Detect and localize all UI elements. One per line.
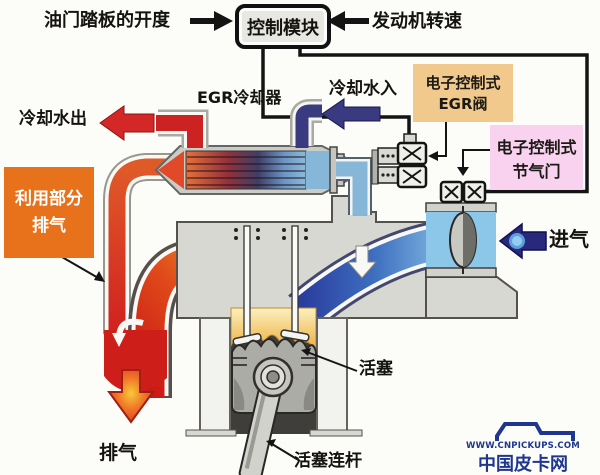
wire-to-throttle xyxy=(298,40,589,194)
pedal-opening-label: 油门踏板的开度 xyxy=(44,10,170,31)
cylinder-wall-right xyxy=(316,317,348,433)
intake-down-arrow xyxy=(346,245,378,279)
cylinder-wall-left xyxy=(199,317,231,433)
engine-speed-label: 发动机转速 xyxy=(372,11,462,32)
cooler-flange-a xyxy=(329,146,338,194)
block-ledge-left xyxy=(185,429,237,437)
head-right-block xyxy=(425,276,518,319)
piston-skirt-right xyxy=(303,378,314,410)
egr-gas-pipe xyxy=(108,158,178,336)
intake-valve-head xyxy=(280,329,310,342)
tube-flange-top xyxy=(425,202,497,213)
exhaust-reuse-line2: 排气 xyxy=(32,215,66,236)
control-module-box: 控制模块 xyxy=(235,4,331,49)
intake-valve-stem xyxy=(291,225,299,335)
valve-plate xyxy=(371,149,379,185)
egr-cooler xyxy=(154,145,351,195)
coolant-in-line xyxy=(290,98,381,148)
exhaust-label: 排气 xyxy=(99,442,138,464)
throttle-tag-line1: 电子控制式 xyxy=(496,137,577,157)
pointer-egr-valve-head xyxy=(428,151,438,161)
exhaust-reuse-tag-box: 利用部分 排气 xyxy=(4,167,94,258)
egr-channel xyxy=(336,157,372,216)
valve-wire-stub xyxy=(403,133,417,144)
intake-arrow-core2 xyxy=(512,236,522,246)
pointer-rod-head xyxy=(266,439,276,447)
egr-valve-tag-line1: 电子控制式 xyxy=(425,74,501,92)
arrow-speed-to-module xyxy=(327,11,369,31)
exhaust-reuse-line1: 利用部分 xyxy=(15,189,83,210)
pointer-throttle xyxy=(462,149,492,167)
block-ledge-right xyxy=(309,429,363,437)
exhaust-out-arrow xyxy=(107,369,155,424)
pickup-truck-icon xyxy=(495,422,575,441)
piston-pin-inner xyxy=(266,370,280,384)
valve-connector-pins xyxy=(381,154,395,177)
piston-rings xyxy=(233,357,315,366)
pointer-egr-valve xyxy=(438,122,447,157)
coolant-out-arrow xyxy=(99,105,155,141)
exhaust-valve-stem xyxy=(243,225,251,341)
watermark-url: WWW.CNPICKUPS.COM xyxy=(466,441,580,451)
cooler-hot-chamber xyxy=(158,151,184,189)
throttle-actuator xyxy=(439,180,487,204)
throttle-body xyxy=(425,180,497,278)
egr-valve xyxy=(371,133,428,189)
control-module-label: 控制模块 xyxy=(247,17,319,39)
coolant-in-label: 冷却水入 xyxy=(329,79,397,99)
pointer-reuse xyxy=(61,256,101,280)
pointer-piston xyxy=(306,351,358,372)
piston-skirt-left xyxy=(234,378,245,410)
pointer-rod xyxy=(271,443,301,462)
arrow-pedal-to-module xyxy=(190,11,233,31)
throttle-tag-box: 电子控制式 节气门 xyxy=(490,125,583,190)
pointer-reuse-head xyxy=(94,271,105,282)
coolant-out-label: 冷却水出 xyxy=(19,109,87,129)
coolant-out-line xyxy=(99,105,209,148)
egr-valve-tag-box: 电子控制式 EGR阀 xyxy=(413,64,513,122)
tube-flange-bottom xyxy=(425,267,497,278)
pointer-throttle-head xyxy=(457,167,469,176)
top-flow-arrows xyxy=(190,11,369,31)
intake-label: 进气 xyxy=(549,227,589,251)
recirculation-arrow-head xyxy=(112,333,126,347)
intake-arrow xyxy=(498,222,547,260)
coolant-out-pipe xyxy=(156,115,203,148)
butterfly-valve-shade xyxy=(463,213,476,267)
throttle-tag-line2: 节气门 xyxy=(512,161,561,181)
piston-rod-label: 活塞连杆 xyxy=(294,451,362,471)
pointer-piston-head xyxy=(301,348,311,356)
watermark-site-name: 中国皮卡网 xyxy=(478,454,568,475)
valve-spring-dots xyxy=(234,228,308,240)
coolant-in-pipe xyxy=(295,104,322,148)
egr-valve-tag-line2: EGR阀 xyxy=(438,95,488,113)
piston-label: 活塞 xyxy=(359,359,393,379)
cooler-fins xyxy=(187,156,305,186)
engine-block xyxy=(176,195,518,475)
egr-channel-pipe xyxy=(336,161,368,216)
coolant-in-arrow xyxy=(321,98,381,130)
pointer-lines xyxy=(61,122,492,462)
cooler-cold-chamber xyxy=(306,151,330,189)
egr-cooler-label: EGR冷却器 xyxy=(197,88,282,107)
valve-coil-x xyxy=(402,146,422,184)
